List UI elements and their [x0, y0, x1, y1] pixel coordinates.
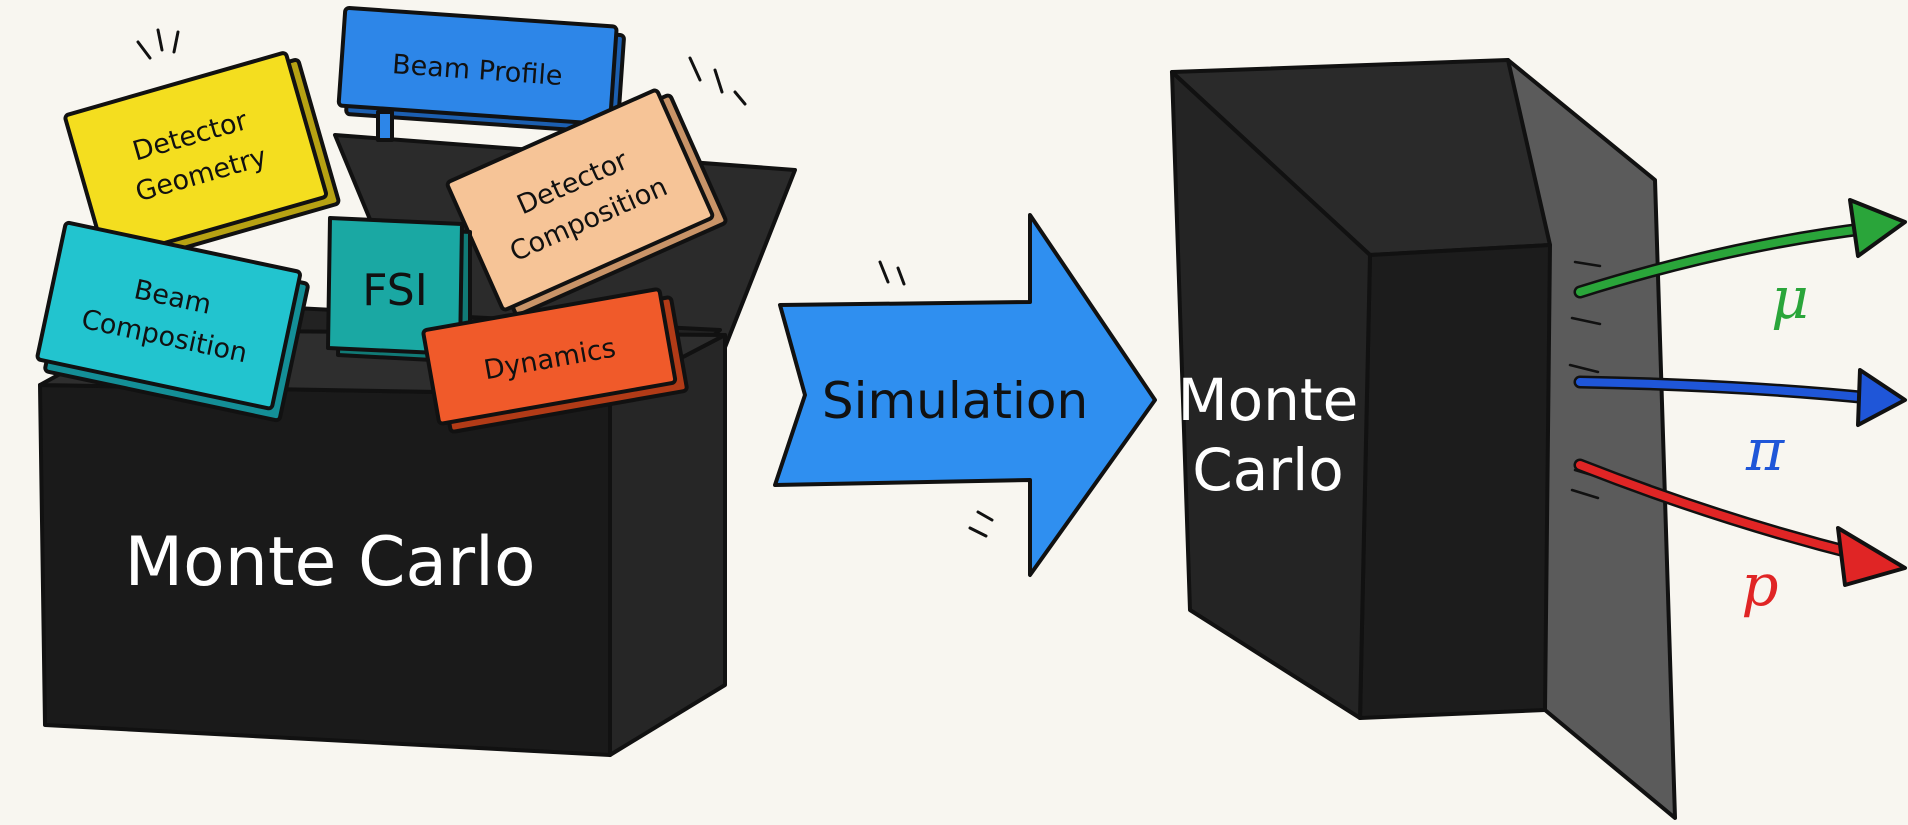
particle-pion: π — [1573, 368, 1907, 484]
card-beam-composition: Beam Composition — [35, 220, 310, 423]
card-dynamics-face — [421, 287, 678, 426]
muon-symbol: μ — [1771, 264, 1809, 332]
card-beam-profile-face — [336, 5, 619, 127]
particle-proton: p — [1573, 458, 1907, 619]
box-front-face-right — [1358, 243, 1552, 720]
simulation-label: Simulation — [822, 372, 1088, 430]
simulation-arrow-icon: Simulation — [773, 213, 1157, 577]
particle-muon: μ — [1573, 198, 1907, 332]
arrow-motion-ticks — [878, 260, 994, 538]
simulation-arrow-shape — [773, 213, 1157, 577]
proton-symbol: p — [1741, 551, 1778, 619]
right-box-label-line1: Monte — [1178, 366, 1359, 434]
card-beam-profile: Beam Profile — [336, 5, 626, 135]
right-box-label-line2: Carlo — [1192, 436, 1344, 504]
pion-symbol: π — [1745, 416, 1785, 484]
motion-ticks-left — [136, 28, 747, 106]
box-label: Monte Carlo — [124, 523, 535, 602]
card-dynamics: Dynamics — [421, 287, 689, 434]
card-detector-geometry: Detector Geometry — [63, 51, 341, 268]
card-fsi-label: FSI — [362, 265, 427, 316]
card-detector-geometry-face — [63, 51, 329, 261]
card-beam-profile-post — [376, 110, 394, 142]
card-detector-composition-face — [445, 88, 715, 312]
box-left-face — [1170, 70, 1372, 720]
card-detector-composition: Detector Composition — [445, 88, 728, 317]
closed-box: Monte Carlo — [1170, 58, 1677, 820]
card-beam-composition-face — [35, 220, 302, 411]
